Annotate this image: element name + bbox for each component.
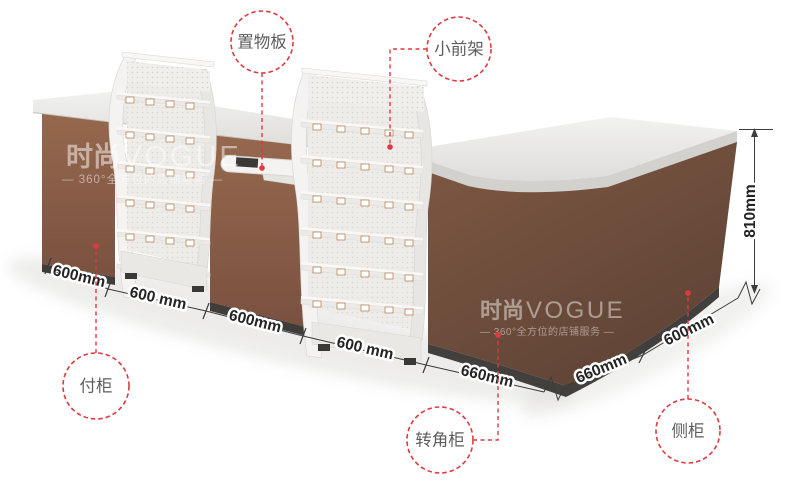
dimension-height: 810mm [742, 184, 759, 237]
corner-cabinet-panel [428, 142, 737, 397]
display-rack-left [108, 51, 217, 300]
display-rack-center [291, 67, 433, 365]
callout-corner-cabinet: 转角柜 [406, 406, 474, 474]
watermark-brand-en: VOGUE [122, 141, 242, 173]
watermark-brand-cn: 时尚 [66, 142, 120, 172]
watermark-brand-cn: 时尚 [480, 298, 524, 323]
callout-side-cabinet-label: 侧柜 [672, 422, 705, 441]
rack-center-shelves [300, 119, 424, 316]
callout-shelf-board-label: 置物板 [237, 33, 287, 52]
callout-pay-cabinet: 付柜 [62, 352, 130, 420]
callout-corner-cabinet-label: 转角柜 [415, 431, 465, 450]
callout-pay-cabinet-label: 付柜 [80, 377, 113, 396]
callout-small-front-rack-label: 小前架 [434, 40, 484, 59]
callout-annotations: 置物板 小前架 付柜 转角柜 侧柜 [62, 10, 721, 474]
watermark-brand-en: VOGUE [526, 297, 625, 324]
watermark-center: 时尚 VOGUE — 360°全方位的店铺服务 — [480, 297, 625, 338]
watermark-tagline: — 360°全方位的店铺服务 — [480, 325, 614, 338]
callout-shelf-board: 置物板 [230, 10, 294, 74]
watermark-tagline: — 360°全方位的店铺服务 — [62, 172, 223, 186]
callout-side-cabinet: 侧柜 [655, 398, 721, 464]
watermark-left: 时尚 VOGUE — 360°全方位的店铺服务 — [62, 141, 242, 186]
counter-illustration: 时尚 VOGUE — 360°全方位的店铺服务 — [32, 51, 738, 397]
callout-small-front-rack: 小前架 [426, 16, 492, 82]
pay-cabinet-panel [42, 114, 115, 285]
